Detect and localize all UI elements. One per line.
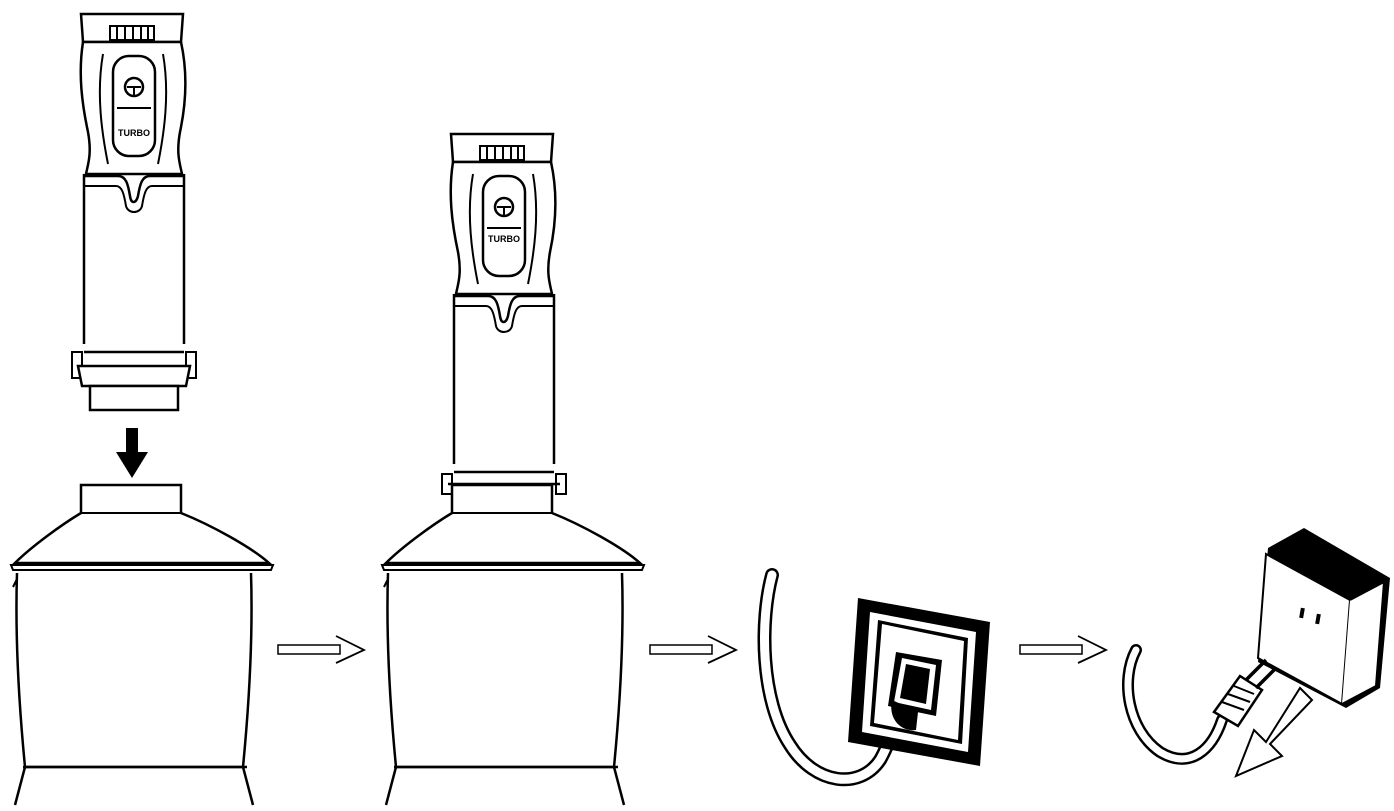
chopper-bowl-step-1 bbox=[9, 483, 275, 807]
blender-handle-step-2: TURBO bbox=[441, 132, 567, 495]
step-1-group: TURBO bbox=[9, 12, 275, 807]
arrow-down-icon bbox=[116, 428, 148, 478]
step-2-group: TURBO bbox=[380, 132, 646, 807]
arrow-right-icon bbox=[649, 635, 739, 664]
step-4-group bbox=[1122, 528, 1390, 778]
arrow-right-icon bbox=[1019, 635, 1109, 664]
chopper-bowl-step-2 bbox=[380, 483, 646, 807]
power-plug-icon bbox=[1212, 658, 1278, 728]
turbo-label-step-1: TURBO bbox=[118, 128, 150, 138]
arrow-diagonal-icon bbox=[1234, 686, 1314, 778]
turbo-label-step-2: TURBO bbox=[488, 234, 520, 244]
arrow-right-icon bbox=[277, 635, 367, 664]
power-plug-icon bbox=[888, 652, 942, 731]
blender-handle-step-1: TURBO bbox=[71, 12, 197, 412]
step-3-group bbox=[757, 568, 990, 787]
power-outlet-icon bbox=[1256, 528, 1390, 708]
